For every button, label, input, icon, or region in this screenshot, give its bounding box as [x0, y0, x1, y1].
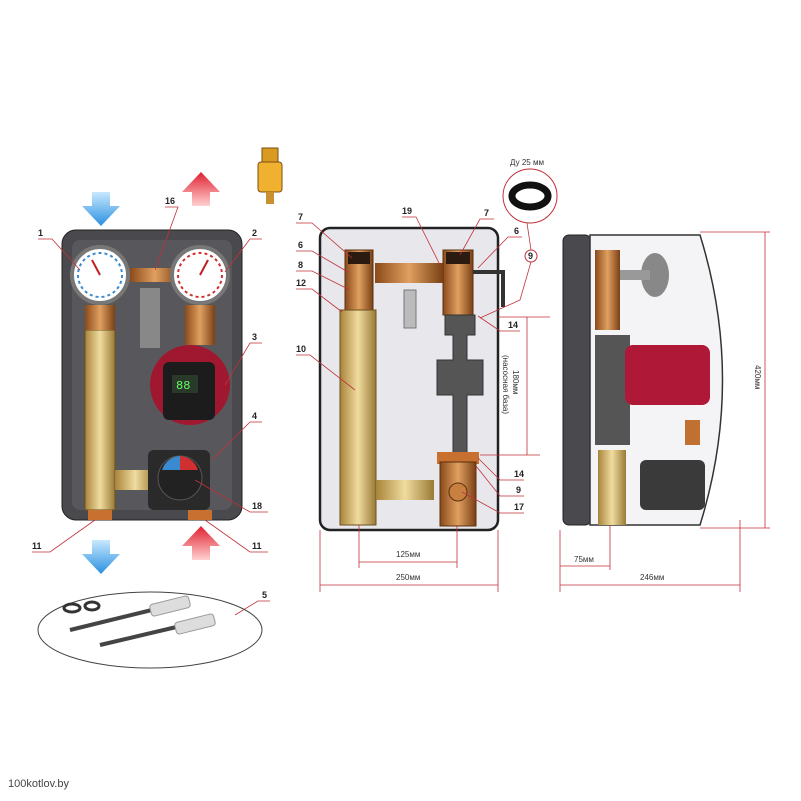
- callout-17: 17: [514, 502, 524, 512]
- callout-9-top: 9: [528, 251, 533, 261]
- mounting-kit: [37, 591, 263, 669]
- circulation-pump: 88: [150, 345, 230, 425]
- front-callouts: 1 16 2 3 4 18 11 11 5: [32, 196, 270, 616]
- pump-base-dimension: 180мм: [511, 370, 520, 394]
- callout-18: 18: [252, 501, 262, 511]
- section-callouts: 7 19 7 6 6 8 12 14 10 14 9 17: [296, 206, 524, 514]
- callout-14-bottom: 14: [514, 469, 524, 479]
- watermark: 100kotlov.by: [8, 778, 69, 790]
- callout-1: 1: [38, 228, 43, 238]
- callout-6-left: 6: [298, 240, 303, 250]
- gasket-detail: Ду 25 мм 9: [479, 158, 558, 319]
- side-view: 420мм 75мм 246мм: [559, 231, 770, 592]
- gasket-size-label: Ду 25 мм: [510, 158, 544, 167]
- callout-2: 2: [252, 228, 257, 238]
- side-pump: [625, 345, 710, 405]
- bypass-pipe: [115, 470, 155, 490]
- callout-5: 5: [262, 590, 267, 600]
- arrow-return-in: [182, 526, 220, 560]
- depth-dimension: 246мм: [640, 573, 664, 582]
- callout-6-right: 6: [514, 226, 519, 236]
- callout-12: 12: [296, 278, 306, 288]
- callout-16: 16: [165, 196, 175, 206]
- arrow-supply-in: [82, 192, 120, 226]
- callout-7-right: 7: [484, 208, 489, 218]
- return-pipe: [84, 329, 116, 511]
- pump-display: 88: [176, 379, 190, 393]
- callout-8: 8: [298, 260, 303, 270]
- callout-3: 3: [252, 332, 257, 342]
- wall-offset-dimension: 75мм: [574, 555, 594, 564]
- section-dimensions: 180мм (насосная база) 125мм 250мм: [319, 316, 550, 592]
- height-dimension: 420мм: [753, 365, 762, 389]
- callout-9-bottom: 9: [516, 485, 521, 495]
- callout-4: 4: [252, 411, 257, 421]
- pump-base-note: (насосная база): [501, 355, 510, 414]
- callout-11-left: 11: [32, 541, 42, 551]
- mixing-valve: [148, 450, 210, 510]
- callout-11-right: 11: [252, 541, 262, 551]
- arrow-return-out: [82, 540, 120, 574]
- front-view: 88 1 16 2 3: [32, 147, 283, 669]
- axis-spacing-dimension: 125мм: [396, 550, 420, 559]
- air-vent: [257, 147, 283, 204]
- callout-10: 10: [296, 344, 306, 354]
- section-view: Ду 25 мм 9 7 19 7 6 6 8 12 14 10 14: [296, 158, 558, 592]
- callout-7-left: 7: [298, 212, 303, 222]
- width-dimension: 250мм: [396, 573, 420, 582]
- section-return-pipe: [339, 309, 377, 526]
- callout-14-top: 14: [508, 320, 518, 330]
- arrow-supply-out: [182, 172, 220, 206]
- callout-19: 19: [402, 206, 412, 216]
